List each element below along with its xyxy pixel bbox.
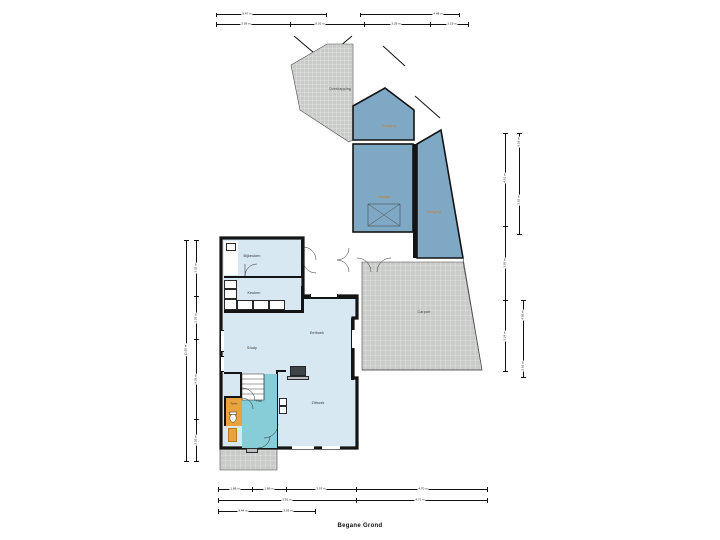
dimension-label: 3.56 m [240,21,252,26]
toilet-fixture [229,411,237,423]
room-label-toilet: Toilet [230,402,238,406]
dimension-label: 1.89 m [263,486,275,491]
fireplace-hearth [287,376,309,380]
dimension-label: 4.48 m [432,11,444,16]
entry-step [246,448,258,453]
room-label-keuken: Keuken [247,291,261,295]
dimension-label: 4.70 m [417,486,429,491]
front-door [228,428,237,442]
dimension-label: 3.93 m [282,508,294,513]
room-label-oprit: Overkapping [328,87,352,91]
dimension-label: 1.88 m [229,486,241,491]
dimension-label: 8.01 m [314,21,326,26]
room-label-bijkeuken: Bijkeuken [243,254,261,258]
appliance-block [226,243,236,251]
room-label-carport: Carport [417,310,431,314]
page-title: Begane Grond [337,523,383,529]
dimension-label: 3.91 m [281,497,293,502]
room-label-eethoek: Eethoek [309,331,325,335]
room-label-zithoek: Zithoek [311,401,325,405]
dimension-label: 3.97 m [315,486,327,491]
room-label-hal: Hal [256,399,262,403]
dimension-label: 4.71 m [414,497,426,502]
dimension-label: 3.28 m [390,21,402,26]
dimension-label: 9.44 m [237,508,249,513]
room-label-study: Study [247,346,257,350]
dimension-label: 2.19 m [446,21,458,26]
fireplace [290,366,306,376]
dimension-label: 5.47 m [241,11,253,16]
room-label-garage: Garage [377,195,391,199]
room-label-berging-top: Berging [382,124,396,128]
room-label-berging-right: Berging [427,210,441,214]
staircase [241,373,265,401]
garage-door-symbol [367,203,401,227]
